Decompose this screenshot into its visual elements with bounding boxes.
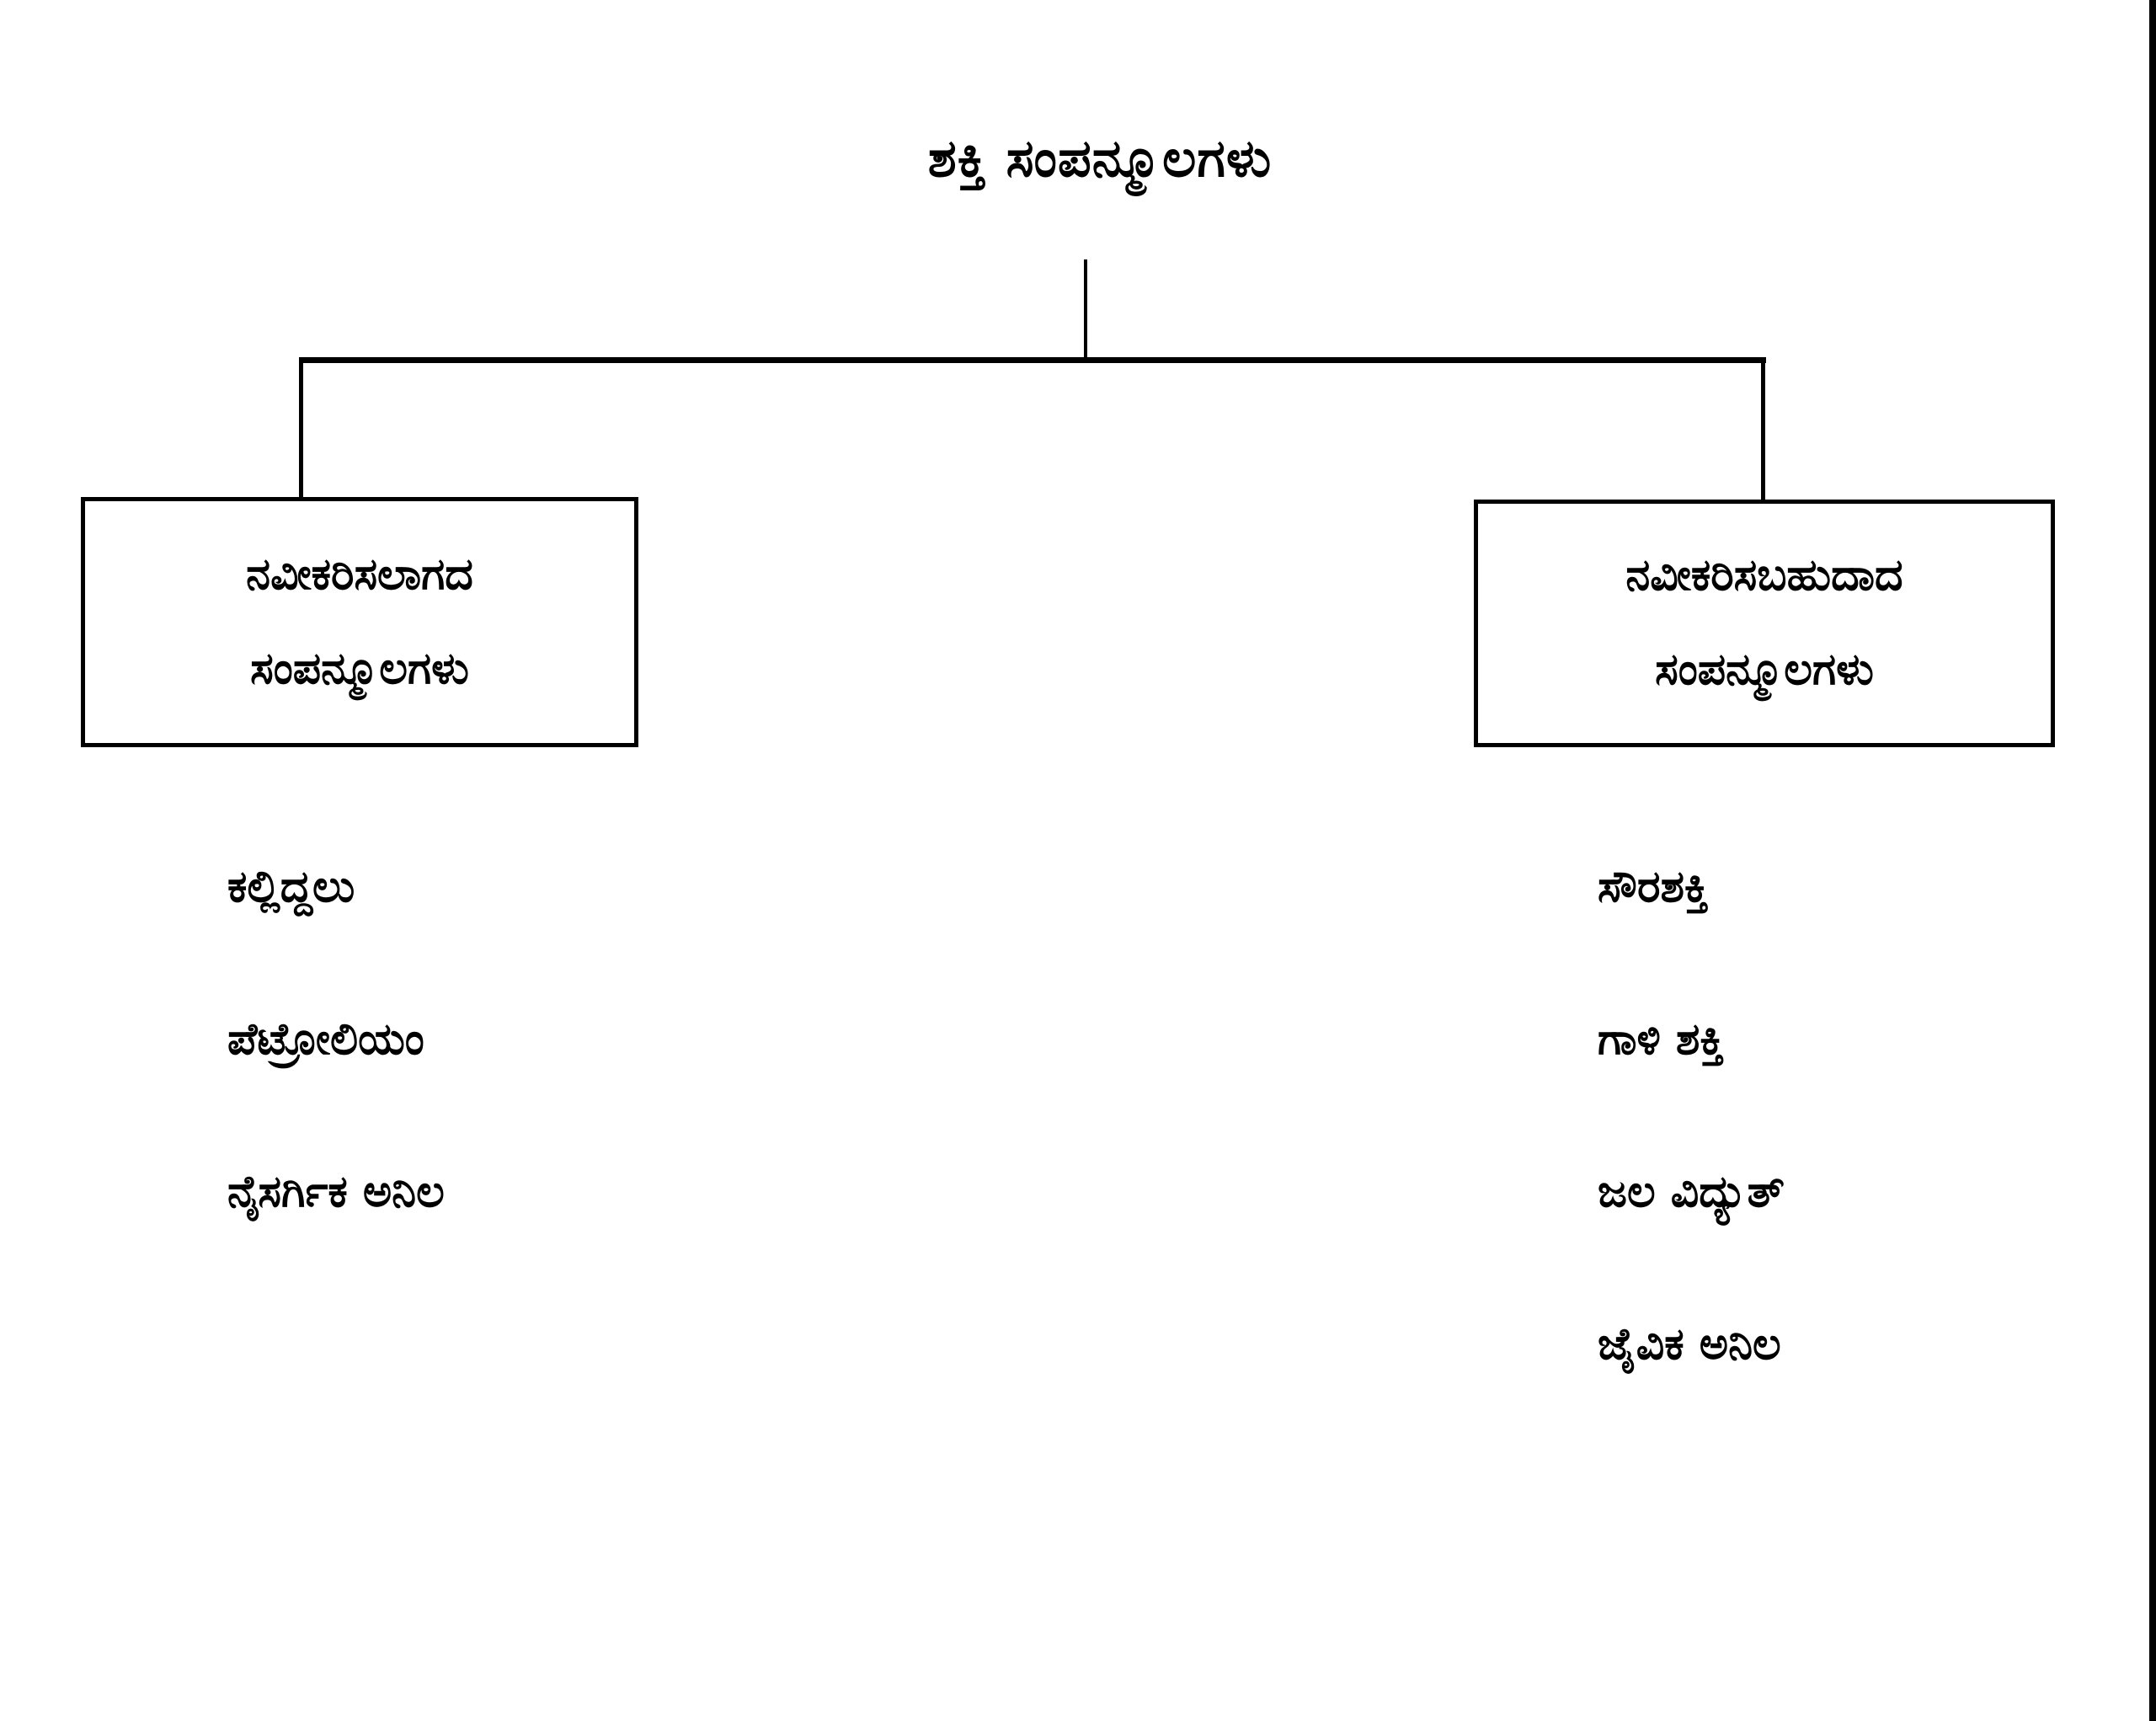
non-renewable-items-list: ಕಲ್ಲಿದ್ದಲು ಪೆಟ್ರೋಲಿಯಂ ನೈಸರ್ಗಿಕ ಅನಿಲ xyxy=(227,856,445,1313)
list-item-natural-gas: ನೈಸರ್ಗಿಕ ಅನಿಲ xyxy=(227,1167,445,1217)
list-item-biogas: ಜೈವಿಕ ಅನಿಲ xyxy=(1598,1319,1781,1370)
renewable-items-list: ಸೌರಶಕ್ತಿ ಗಾಳಿ ಶಕ್ತಿ ಜಲ ವಿದ್ಯುತ್ ಜೈವಿಕ ಅನ… xyxy=(1598,856,1785,1466)
list-item-wind-energy: ಗಾಳಿ ಶಕ್ತಿ xyxy=(1598,1014,1725,1065)
connector-right-vertical-line xyxy=(1761,357,1765,504)
non-renewable-resources-box: ನವೀಕರಿಸಲಾಗದ ಸಂಪನ್ಮೂಲಗಳು xyxy=(81,497,638,747)
list-item-hydro-electricity: ಜಲ ವಿದ್ಯುತ್ xyxy=(1598,1167,1785,1217)
connector-left-vertical-line xyxy=(299,357,303,500)
renewable-box-label-line2: ಸಂಪನ್ಮೂಲಗಳು xyxy=(1655,644,1874,695)
list-item-solar-energy: ಸೌರಶಕ್ತಿ xyxy=(1598,862,1709,912)
connector-title-vertical-line xyxy=(1084,259,1087,361)
list-item-petroleum: ಪೆಟ್ರೋಲಿಯಂ xyxy=(227,1014,424,1065)
renewable-resources-box: ನವೀಕರಿಸಬಹುದಾದ ಸಂಪನ್ಮೂಲಗಳು xyxy=(1474,500,2055,747)
renewable-box-label-line1: ನವೀಕರಿಸಬಹುದಾದ xyxy=(1625,550,1903,601)
connector-horizontal-rail-line xyxy=(299,357,1766,363)
right-edge-black-strip xyxy=(2149,0,2156,1721)
non-renewable-box-label-line2: ಸಂಪನ್ಮೂಲಗಳು xyxy=(250,643,469,694)
non-renewable-box-label-line1: ನವೀಕರಿಸಲಾಗದ xyxy=(246,548,473,600)
list-item-coal: ಕಲ್ಲಿದ್ದಲು xyxy=(227,862,355,912)
diagram-title: ಶಕ್ತಿ ಸಂಪನ್ಮೂಲಗಳು xyxy=(927,127,1273,189)
